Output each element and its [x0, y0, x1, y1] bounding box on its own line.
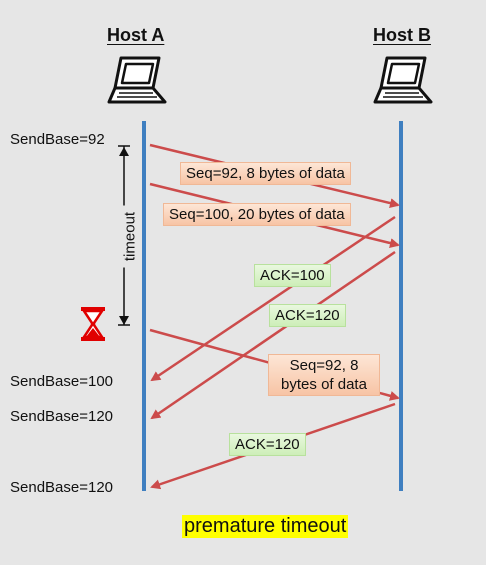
sendbase-label: SendBase=120 — [10, 408, 114, 425]
ack-arrow-100 — [150, 215, 396, 382]
sendbase-label: SendBase=120 — [10, 479, 114, 496]
host-b-title: Host B — [373, 25, 431, 45]
sendbase-label: SendBase=92 — [10, 131, 105, 148]
sendbase-label: SendBase=100 — [10, 373, 114, 390]
timeout-label: timeout — [121, 205, 139, 268]
laptop-icon — [107, 56, 167, 104]
segment-label-seq92-retransmit: Seq=92, 8 bytes of data — [268, 354, 380, 396]
segment-label-seq92: Seq=92, 8 bytes of data — [180, 162, 351, 185]
hourglass-icon — [81, 307, 105, 341]
ack-label-120-retransmit: ACK=120 — [229, 433, 306, 456]
host-a-title: Host A — [107, 25, 165, 45]
ack-label-120: ACK=120 — [269, 304, 346, 327]
laptop-icon — [373, 56, 433, 104]
ack-label-100: ACK=100 — [254, 264, 331, 287]
caption-premature-timeout: premature timeout — [182, 515, 349, 538]
host-b-timeline — [399, 121, 403, 491]
segment-label-seq100: Seq=100, 20 bytes of data — [163, 203, 351, 226]
host-a-timeline — [142, 121, 146, 491]
ack-arrow-120 — [150, 250, 396, 420]
